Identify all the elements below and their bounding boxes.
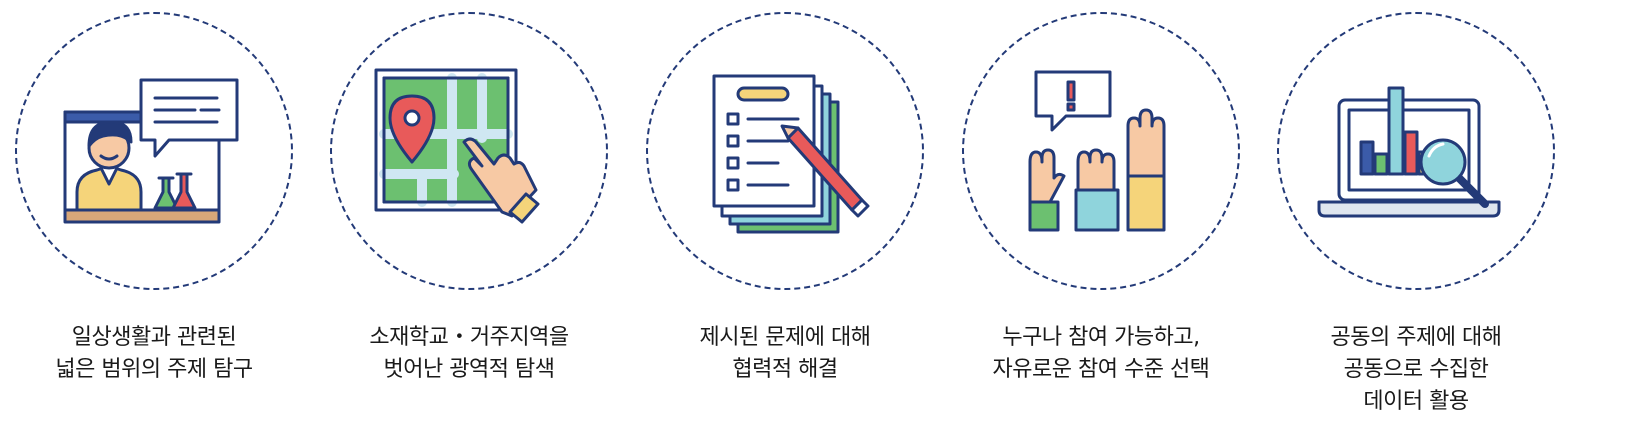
caption-line: 벗어난 광역적 탐색 [383, 357, 555, 382]
feature-caption: 소재학교・거주지역을 벗어난 광역적 탐색 [319, 322, 619, 386]
caption-line: 누구나 참여 가능하고, [1002, 325, 1200, 350]
caption-line: 공동의 주제에 대해 [1330, 325, 1502, 350]
feature-caption: 제시된 문제에 대해 협력적 해결 [635, 322, 935, 386]
laptop-chart-magnifier-icon [1317, 86, 1501, 218]
map-pin-touch-icon [374, 68, 540, 224]
feature-item-1: 일상생활과 관련된 넓은 범위의 주제 탐구 [4, 0, 304, 423]
caption-line: 소재학교・거주지역을 [369, 325, 569, 350]
raised-hands-icon [1028, 70, 1166, 232]
feature-circle [646, 12, 924, 290]
feature-circle [1277, 12, 1555, 290]
checklist-pencil-icon [712, 74, 870, 234]
feature-item-3: 제시된 문제에 대해 협력적 해결 [635, 0, 935, 423]
feature-caption: 공동의 주제에 대해 공동으로 수집한 데이터 활용 [1266, 322, 1566, 418]
caption-line: 제시된 문제에 대해 [699, 325, 871, 350]
feature-item-4: 누구나 참여 가능하고, 자유로운 참여 수준 선택 [951, 0, 1251, 423]
caption-line: 일상생활과 관련된 [71, 325, 237, 350]
caption-line: 데이터 활용 [1363, 389, 1469, 414]
feature-circle [15, 12, 293, 290]
feature-caption: 누구나 참여 가능하고, 자유로운 참여 수준 선택 [951, 322, 1251, 386]
caption-line: 넓은 범위의 주제 탐구 [55, 357, 253, 382]
caption-line: 공동으로 수집한 [1343, 357, 1489, 382]
feature-item-5: 공동의 주제에 대해 공동으로 수집한 데이터 활용 [1266, 0, 1566, 423]
teacher-screen-icon [63, 78, 239, 224]
feature-caption: 일상생활과 관련된 넓은 범위의 주제 탐구 [4, 322, 304, 386]
feature-circle [330, 12, 608, 290]
caption-line: 자유로운 참여 수준 선택 [992, 357, 1210, 382]
feature-item-2: 소재학교・거주지역을 벗어난 광역적 탐색 [319, 0, 619, 423]
feature-circle [962, 12, 1240, 290]
caption-line: 협력적 해결 [732, 357, 838, 382]
